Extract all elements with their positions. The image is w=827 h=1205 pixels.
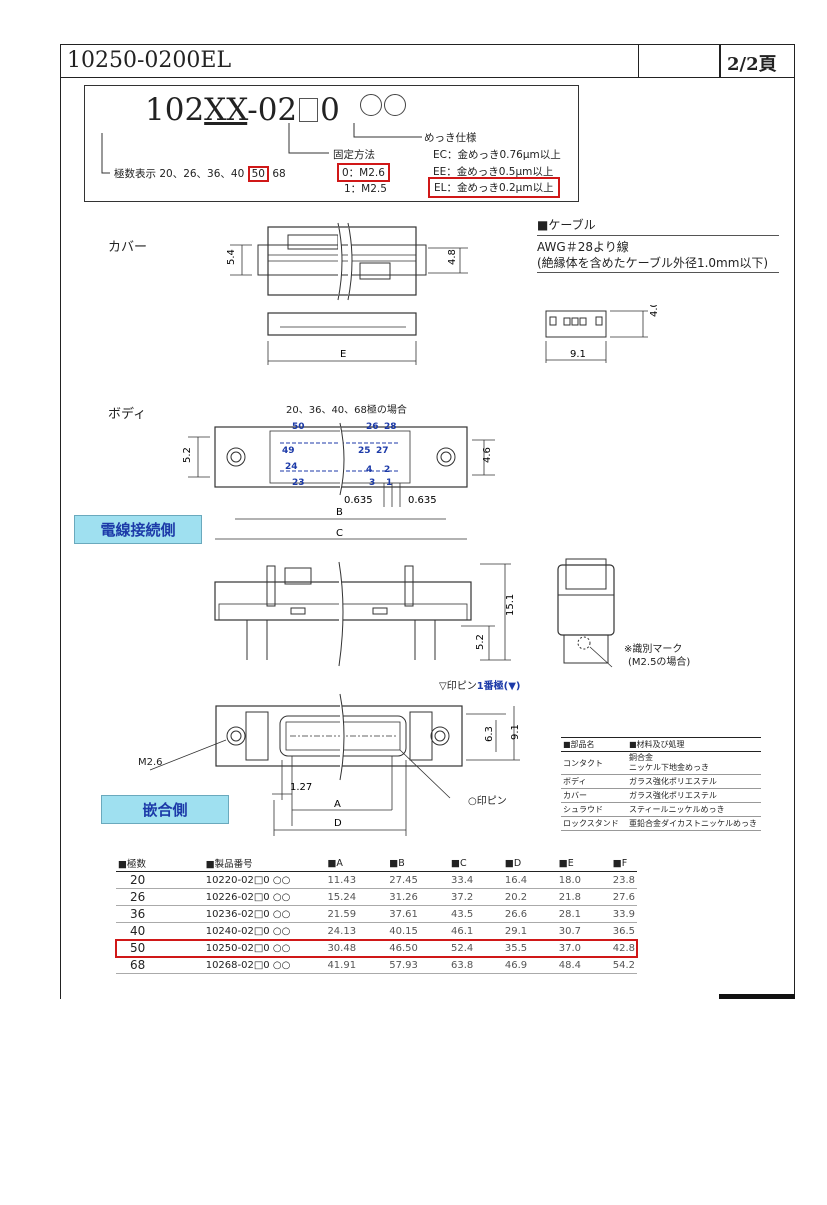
title-divider [638,45,639,77]
side-dim-h2: 5.2 [475,634,486,650]
plating-option-el: EL：金めっき0.2μm以上 [428,177,560,198]
pin-mark-label: ▽印ピン1番極(▼) [439,681,521,692]
body-pin-25: 25 [358,446,371,456]
plating-option-ec: EC：金めっき0.76μm以上 [433,149,561,161]
part-code-xx: XX [204,92,248,128]
cover-dim-e: E [340,349,346,360]
materials-header-material: ■材料及び処理 [627,737,761,752]
body-dim-b: B [336,507,343,518]
cable-dim-height: 4.0 [649,305,660,317]
cover-dim-right: 4.8 [447,249,458,265]
fixing-option-0: 0：M2.6 [337,163,390,182]
body-pin-1: 1 [386,478,392,488]
cable-underline [537,272,779,273]
mating-drawing: 6.3 9.1 1.27 A D [149,693,521,836]
end-view-drawing [557,558,615,668]
body-pin-49: 49 [282,446,295,456]
table-row: ボディ ガラス強化ポリエステル [561,774,761,789]
table-row: ロックスタンド 亜鉛合金ダイカストニッケルめっき [561,816,761,831]
cable-title: ■ケーブル [537,216,779,236]
plating-option-ee: EE：金めっき0.5μm以上 [433,166,554,178]
table-row: ■部品名 ■材料及び処理 [561,737,761,752]
body-pin-23: 23 [292,478,305,488]
table-row: 26 10226-02□0 ○○ 15.24 31.26 37.2 20.2 2… [116,888,637,906]
materials-header-part: ■部品名 [561,737,627,752]
mating-dim-d: D [334,818,342,829]
body-pin-28: 28 [384,422,397,432]
table-row: コンタクト 銅合金 ニッケル下地金めっき [561,751,761,775]
fixing-label: 固定方法 [333,149,375,161]
table-row-highlighted: 50 10250-02□0 ○○ 30.48 46.50 52.4 35.5 3… [115,938,638,958]
side-dim-h: 15.1 [505,594,516,616]
mating-dim-63: 6.3 [484,726,495,742]
body-pin-2: 2 [384,465,390,475]
pin-mark-first: 1番極(▼) [476,681,521,692]
fixing-option-1: 1：M2.5 [344,183,387,195]
id-mark-note: (M2.5の場合) [628,657,691,668]
body-pin-24: 24 [285,462,298,472]
part-code-square [299,98,319,122]
body-pin-26: 26 [366,422,379,432]
part-code-prefix: 102 [145,92,205,128]
body-dim-right: 4.6 [482,447,493,463]
mating-dim-a: A [334,799,341,810]
body-pin-4: 4 [366,465,372,475]
body-note: 20、36、40、68極の場合 [286,405,407,416]
part-code-main: 102XX-02 0 [145,88,406,128]
wire-side-label: 電線接続側 [74,515,202,544]
cover-label: カバー [108,240,148,255]
bottom-bar [719,994,795,999]
body-pitch-1: 0.635 [344,495,373,506]
table-header-row: ■極数 ■製品番号 ■A ■B ■C ■D ■E ■F [116,855,637,872]
circle-pin-label: ○印ピン [468,796,507,807]
plating-label: めっき仕様 [424,132,477,144]
body-label: ボディ [108,407,147,422]
body-pin-27: 27 [376,446,389,456]
cable-spec-2: (絶縁体を含めたケーブル外径1.0mm以下) [537,256,769,270]
part-code-box [84,85,579,202]
title-block: 10250-0200EL 2/2頁 [60,44,795,78]
mating-pitch: 1.27 [290,782,312,793]
title-divider [719,45,721,77]
table-row: シュラウド スティールニッケルめっき [561,802,761,817]
table-row: 40 10240-02□0 ○○ 24.13 40.15 46.1 29.1 3… [116,922,637,940]
body-pitch-2: 0.635 [408,495,437,506]
body-drawing: 50 26 28 49 25 27 24 4 2 23 3 1 5.2 4.6 … [182,422,495,540]
part-code-leaders [101,123,422,174]
page-number: 2/2頁 [727,54,777,75]
dimension-table: ■極数 ■製品番号 ■A ■B ■C ■D ■E ■F 20 10220-02□… [115,855,638,974]
body-pin-3: 3 [369,478,375,488]
pole-display: 極数表示 20、26、36、40 50 68 [114,166,286,182]
part-code-mid: -02 [247,92,298,128]
body-dim-c: C [336,528,343,539]
part-code-circles [359,88,406,124]
body-dim-left: 5.2 [182,447,193,463]
table-row: 36 10236-02□0 ○○ 21.59 37.61 43.5 26.6 2… [116,905,637,923]
table-row: カバー ガラス強化ポリエステル [561,788,761,803]
id-mark-label: ※識別マーク [624,644,683,655]
cover-drawing: 5.4 4.8 E [226,222,468,365]
materials-table: ■部品名 ■材料及び処理 コンタクト 銅合金 ニッケル下地金めっき ボディ ガラ… [561,737,761,831]
cable-dim-width: 9.1 [570,349,586,360]
part-code-zero: 0 [320,92,340,128]
table-row: 68 10268-02□0 ○○ 41.91 57.93 63.8 46.9 4… [116,956,637,974]
body-pin-50: 50 [292,422,305,432]
document-title: 10250-0200EL [67,48,232,73]
table-row: 20 10220-02□0 ○○ 11.43 27.45 33.4 16.4 1… [116,871,637,889]
mating-dim-91: 9.1 [510,724,521,740]
screw-label: M2.6 [138,757,163,768]
side-view-drawing: 15.1 5.2 [214,561,516,667]
page-frame [60,44,795,999]
mating-side-label: 嵌合側 [101,795,229,824]
cable-spec-1: AWG＃28より線 [537,240,629,254]
pole-selected: 50 [247,166,269,182]
cover-dim-left: 5.4 [226,249,237,265]
cable-drawing: 4.0 9.1 [545,305,660,363]
